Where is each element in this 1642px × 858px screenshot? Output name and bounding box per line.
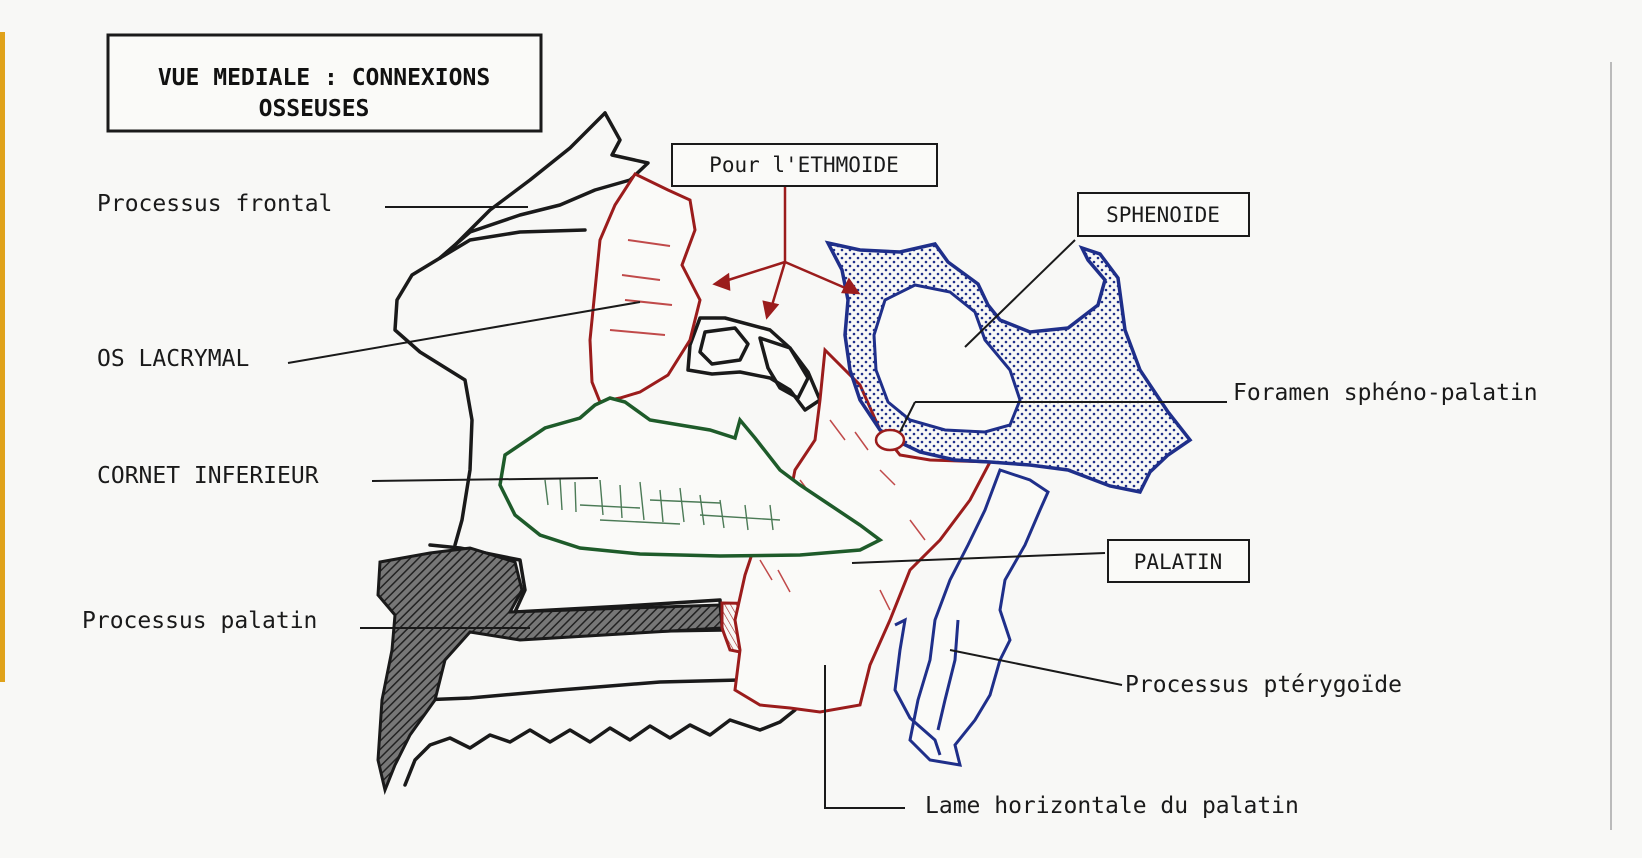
label-lame-horizontale: Lame horizontale du palatin [925, 793, 1299, 819]
pterygoid-hook [893, 617, 942, 756]
title-box: VUE MEDIALE : CONNEXIONS OSSEUSES [106, 33, 543, 133]
left-edge-strip [0, 32, 5, 682]
label-processus-palatin: Processus palatin [82, 608, 317, 634]
cornet-inferieur-shape [498, 396, 884, 558]
ethmoide-label-box: Pour l'ETHMOIDE [671, 143, 938, 187]
palatin-label-box: PALATIN [1107, 539, 1250, 583]
cornet-texture [544, 477, 781, 531]
sphenoid-sinus [872, 283, 1022, 434]
label-sphenoide: SPHENOIDE [1106, 203, 1220, 227]
os-lacrymal-strokes [609, 239, 673, 336]
pterygoid-lateral-plate [936, 619, 960, 731]
label-processus-frontal: Processus frontal [97, 191, 332, 217]
label-processus-pterygoide: Processus ptérygoïde [1125, 672, 1402, 698]
label-pour-ethmoide: Pour l'ETHMOIDE [709, 153, 899, 177]
foramen-shape [874, 428, 906, 452]
leader-lines [287, 206, 1227, 809]
label-os-lacrymal: OS LACRYMAL [97, 346, 249, 372]
label-palatin: PALATIN [1134, 550, 1223, 574]
label-cornet-inferieur: CORNET INFERIEUR [97, 463, 319, 489]
ethmoid-arrows [712, 186, 861, 320]
os-lacrymal-shape [588, 172, 702, 404]
label-foramen: Foramen sphéno-palatin [1233, 380, 1538, 406]
processus-palatin-shape [376, 546, 724, 795]
title-line-1: VUE MEDIALE : CONNEXIONS [158, 65, 490, 91]
processus-pterygoide-shape [908, 468, 1050, 767]
sphenoide-label-box: SPHENOIDE [1077, 192, 1250, 237]
title-line-2: OSSEUSES [259, 96, 370, 122]
palatin-strokes [759, 419, 926, 611]
